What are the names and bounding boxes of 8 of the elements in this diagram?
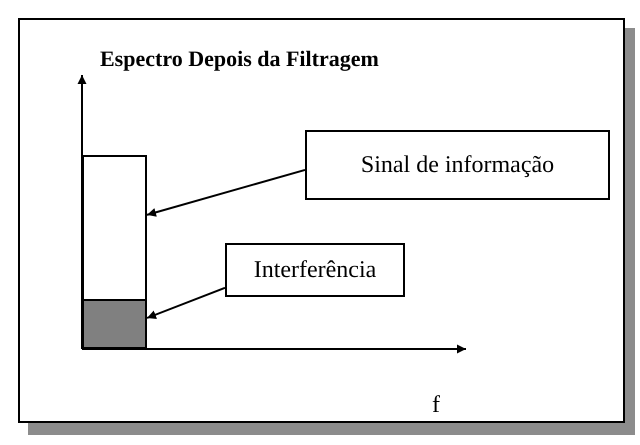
label-box: Interferência: [225, 243, 405, 297]
title: Espectro Depois da Filtragem: [100, 46, 380, 72]
spectrum-bar: [82, 299, 147, 349]
arrow: [146, 168, 306, 217]
spectrum-bar: [82, 155, 147, 301]
axis-label: f: [432, 392, 440, 419]
arrow: [146, 286, 226, 319]
label-box: Sinal de informação: [305, 130, 610, 200]
